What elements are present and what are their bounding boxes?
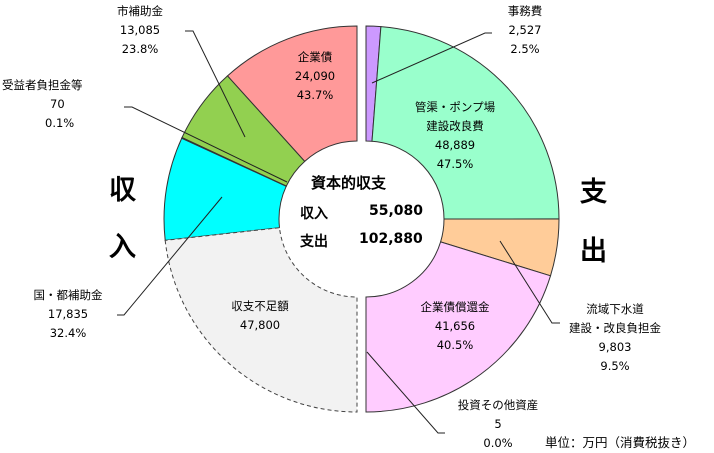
- label-fusoku: 収支不足額 47,800: [231, 299, 289, 332]
- label-toshi: 投資その他資産 5 0.0%: [457, 398, 539, 450]
- leader-lines: [117, 30, 560, 434]
- slice-kigyosai: [226, 25, 358, 163]
- side-label-expense-2: 出: [580, 236, 607, 267]
- center-income-value: 55,080: [369, 203, 424, 219]
- side-label-expense-1: 支: [580, 177, 607, 208]
- center-expense-value: 102,880: [359, 231, 423, 247]
- slice-fusoku: [164, 227, 358, 413]
- slice-shokan: [365, 241, 552, 413]
- label-ryuiki: 流域下水道 建設・改良負担金 9,803 9.5%: [569, 302, 661, 373]
- label-kokuto: 国・都補助金 17,835 32.4%: [33, 288, 103, 340]
- label-kigyosai: 企業債 24,090 43.7%: [294, 50, 336, 102]
- unit-note: 単位：万円（消費税抜き）: [545, 435, 696, 450]
- center-expense-label: 支出: [300, 234, 328, 250]
- label-shokan: 企業債償還金 41,656 40.5%: [420, 300, 490, 352]
- label-shihojokin: 市補助金 13,085 23.8%: [117, 4, 163, 56]
- label-jimuhi: 事務費 2,527 2.5%: [507, 4, 543, 56]
- label-kankyo: 管渠・ポンプ場 建設改良費 48,889 47.5%: [414, 100, 496, 171]
- slice-kankyo: [371, 26, 560, 220]
- center-income-label: 収入: [300, 206, 328, 222]
- side-label-income-2: 入: [109, 232, 136, 263]
- center-title: 資本的収支: [311, 174, 387, 192]
- side-label-income-1: 収: [109, 175, 136, 206]
- label-juekisha: 受益者負担金等 70 0.1%: [2, 78, 83, 130]
